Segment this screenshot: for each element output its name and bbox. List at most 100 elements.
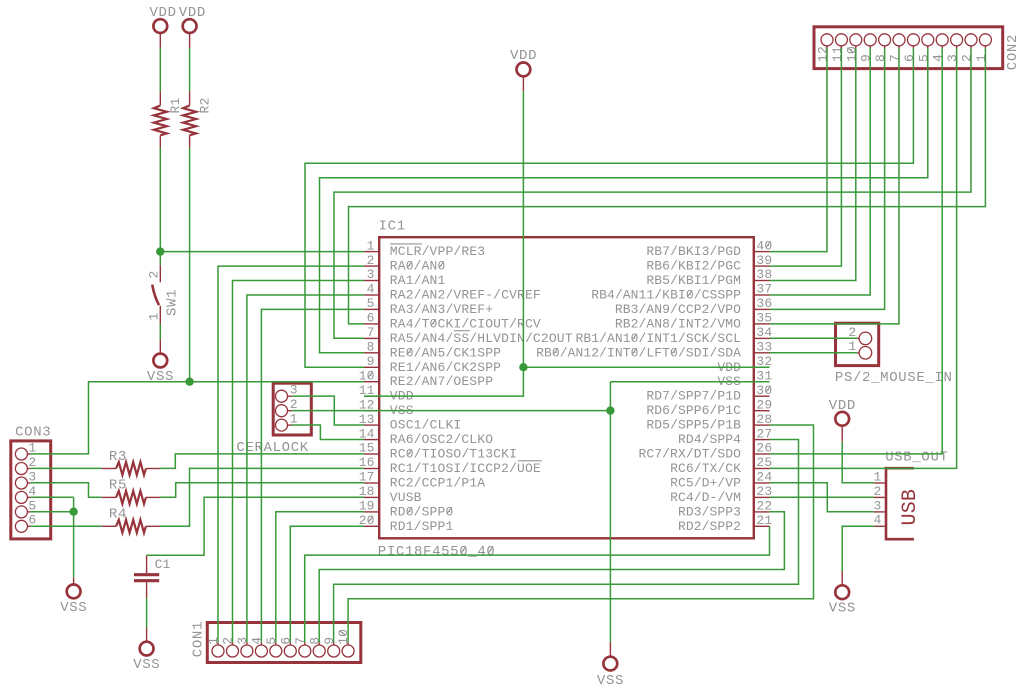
svg-text:RD5/SPP5/P1B: RD5/SPP5/P1B [646, 418, 741, 433]
svg-text:RC2/CCP1/P1A: RC2/CCP1/P1A [390, 476, 485, 491]
svg-text:5: 5 [367, 296, 375, 311]
svg-text:4: 4 [367, 282, 375, 297]
svg-text:R2: R2 [197, 98, 212, 114]
svg-text:RA3/AN3/VREF+: RA3/AN3/VREF+ [390, 302, 493, 317]
svg-text:VSS: VSS [133, 657, 160, 673]
svg-text:RD1/SPP1: RD1/SPP1 [390, 519, 454, 534]
svg-text:3: 3 [290, 383, 298, 398]
svg-text:SW1: SW1 [164, 289, 180, 316]
svg-text:RB0/AN12/INT0/LFT0/SDI/SDA: RB0/AN12/INT0/LFT0/SDI/SDA [536, 345, 741, 360]
svg-text:RA5/AN4/SS/HLVDIN/C2OUT: RA5/AN4/SS/HLVDIN/C2OUT [390, 331, 573, 346]
svg-text:6: 6 [902, 54, 917, 62]
svg-text:10: 10 [336, 629, 351, 645]
svg-text:VDD: VDD [829, 398, 856, 414]
svg-text:6: 6 [367, 311, 375, 326]
svg-text:32: 32 [756, 354, 772, 369]
svg-text:28: 28 [756, 412, 772, 427]
svg-text:12: 12 [816, 46, 831, 62]
svg-text:1: 1 [28, 440, 36, 455]
svg-text:13: 13 [359, 412, 375, 427]
svg-text:3: 3 [235, 637, 250, 645]
svg-text:R1: R1 [168, 98, 183, 114]
svg-text:36: 36 [756, 296, 772, 311]
svg-text:19: 19 [359, 499, 375, 514]
svg-text:10: 10 [359, 368, 375, 383]
svg-text:39: 39 [756, 253, 772, 268]
svg-text:9: 9 [322, 637, 337, 645]
svg-text:RB6/KBI2/PGC: RB6/KBI2/PGC [646, 259, 741, 274]
svg-text:6: 6 [278, 637, 293, 645]
svg-text:4: 4 [931, 54, 946, 62]
svg-text:RC0/TIOSO/T13CKI: RC0/TIOSO/T13CKI [390, 447, 517, 462]
svg-text:12: 12 [359, 397, 375, 412]
svg-text:RB5/KBI1/PGM: RB5/KBI1/PGM [646, 273, 741, 288]
svg-text:RA0/AN0: RA0/AN0 [390, 259, 446, 274]
svg-text:RD3/SPP3: RD3/SPP3 [678, 504, 741, 519]
svg-text:11: 11 [359, 383, 375, 398]
svg-text:RE0/AN5/CK1SPP: RE0/AN5/CK1SPP [390, 345, 501, 360]
svg-text:VDD: VDD [510, 48, 537, 64]
svg-text:5: 5 [264, 637, 279, 645]
svg-text:1: 1 [290, 412, 298, 427]
svg-text:3: 3 [945, 54, 960, 62]
svg-text:11: 11 [830, 46, 845, 62]
svg-text:RA2/AN2/VREF-/CVREF: RA2/AN2/VREF-/CVREF [390, 288, 541, 303]
svg-text:6: 6 [28, 513, 36, 528]
svg-text:7: 7 [888, 54, 903, 62]
svg-text:RD0/SPP0: RD0/SPP0 [390, 504, 454, 519]
svg-text:RC1/T1OSI/ICCP2/UOE: RC1/T1OSI/ICCP2/UOE [390, 461, 541, 476]
svg-text:17: 17 [359, 470, 375, 485]
svg-text:24: 24 [756, 470, 772, 485]
svg-text:RA6/OSC2/CLKO: RA6/OSC2/CLKO [390, 432, 493, 447]
svg-text:16: 16 [359, 455, 375, 470]
svg-text:4: 4 [250, 637, 265, 645]
svg-text:20: 20 [359, 513, 375, 528]
svg-text:RB1/AN10/INT1/SCK/SCL: RB1/AN10/INT1/SCK/SCL [575, 331, 741, 346]
svg-text:3: 3 [874, 498, 882, 513]
svg-text:9: 9 [859, 54, 874, 62]
svg-text:VDD: VDD [179, 5, 206, 21]
svg-text:USB: USB [899, 489, 922, 526]
svg-text:2: 2 [367, 253, 375, 268]
svg-text:VDD: VDD [150, 5, 177, 21]
svg-text:34: 34 [756, 325, 772, 340]
svg-text:VSS: VSS [60, 600, 87, 616]
svg-text:RA1/AN1: RA1/AN1 [390, 273, 446, 288]
svg-text:35: 35 [756, 311, 772, 326]
svg-text:1: 1 [974, 54, 989, 62]
svg-text:27: 27 [756, 426, 772, 441]
svg-text:5: 5 [28, 498, 36, 513]
svg-text:RC7/RX/DT/SDO: RC7/RX/DT/SDO [639, 447, 742, 462]
svg-text:2: 2 [960, 54, 975, 62]
svg-text:OSC1/CLKI: OSC1/CLKI [390, 418, 462, 433]
svg-text:3: 3 [28, 469, 36, 484]
svg-text:2: 2 [290, 397, 298, 412]
svg-text:21: 21 [756, 513, 772, 528]
svg-text:1: 1 [848, 339, 856, 354]
svg-text:8: 8 [873, 54, 888, 62]
svg-text:1: 1 [874, 469, 882, 484]
svg-text:30: 30 [756, 383, 772, 398]
svg-text:CON1: CON1 [191, 621, 207, 657]
svg-text:26: 26 [756, 441, 772, 456]
svg-text:2: 2 [874, 484, 882, 499]
svg-text:R4: R4 [109, 507, 127, 523]
svg-text:RB3/AN9/CCP2/VPO: RB3/AN9/CCP2/VPO [615, 302, 741, 317]
svg-text:RD7/SPP7/P1D: RD7/SPP7/P1D [646, 389, 741, 404]
svg-text:RD6/SPP6/P1C: RD6/SPP6/P1C [646, 403, 741, 418]
svg-text:R3: R3 [109, 449, 127, 465]
svg-text:22: 22 [756, 499, 772, 514]
svg-text:38: 38 [756, 267, 772, 282]
svg-text:CON2: CON2 [1005, 34, 1021, 70]
svg-text:40: 40 [756, 238, 772, 253]
svg-text:R5: R5 [109, 478, 127, 494]
svg-text:1: 1 [206, 637, 221, 645]
svg-text:RE2/AN7/OESPP: RE2/AN7/OESPP [390, 374, 493, 389]
svg-text:15: 15 [359, 441, 375, 456]
svg-text:2: 2 [28, 455, 36, 470]
svg-text:RC4/D-/VM: RC4/D-/VM [670, 490, 741, 505]
svg-text:RC5/D+/VP: RC5/D+/VP [670, 476, 741, 491]
svg-text:VSS: VSS [829, 601, 856, 617]
svg-text:4: 4 [874, 513, 882, 528]
svg-text:MCLR/VPP/RE3: MCLR/VPP/RE3 [390, 244, 485, 259]
